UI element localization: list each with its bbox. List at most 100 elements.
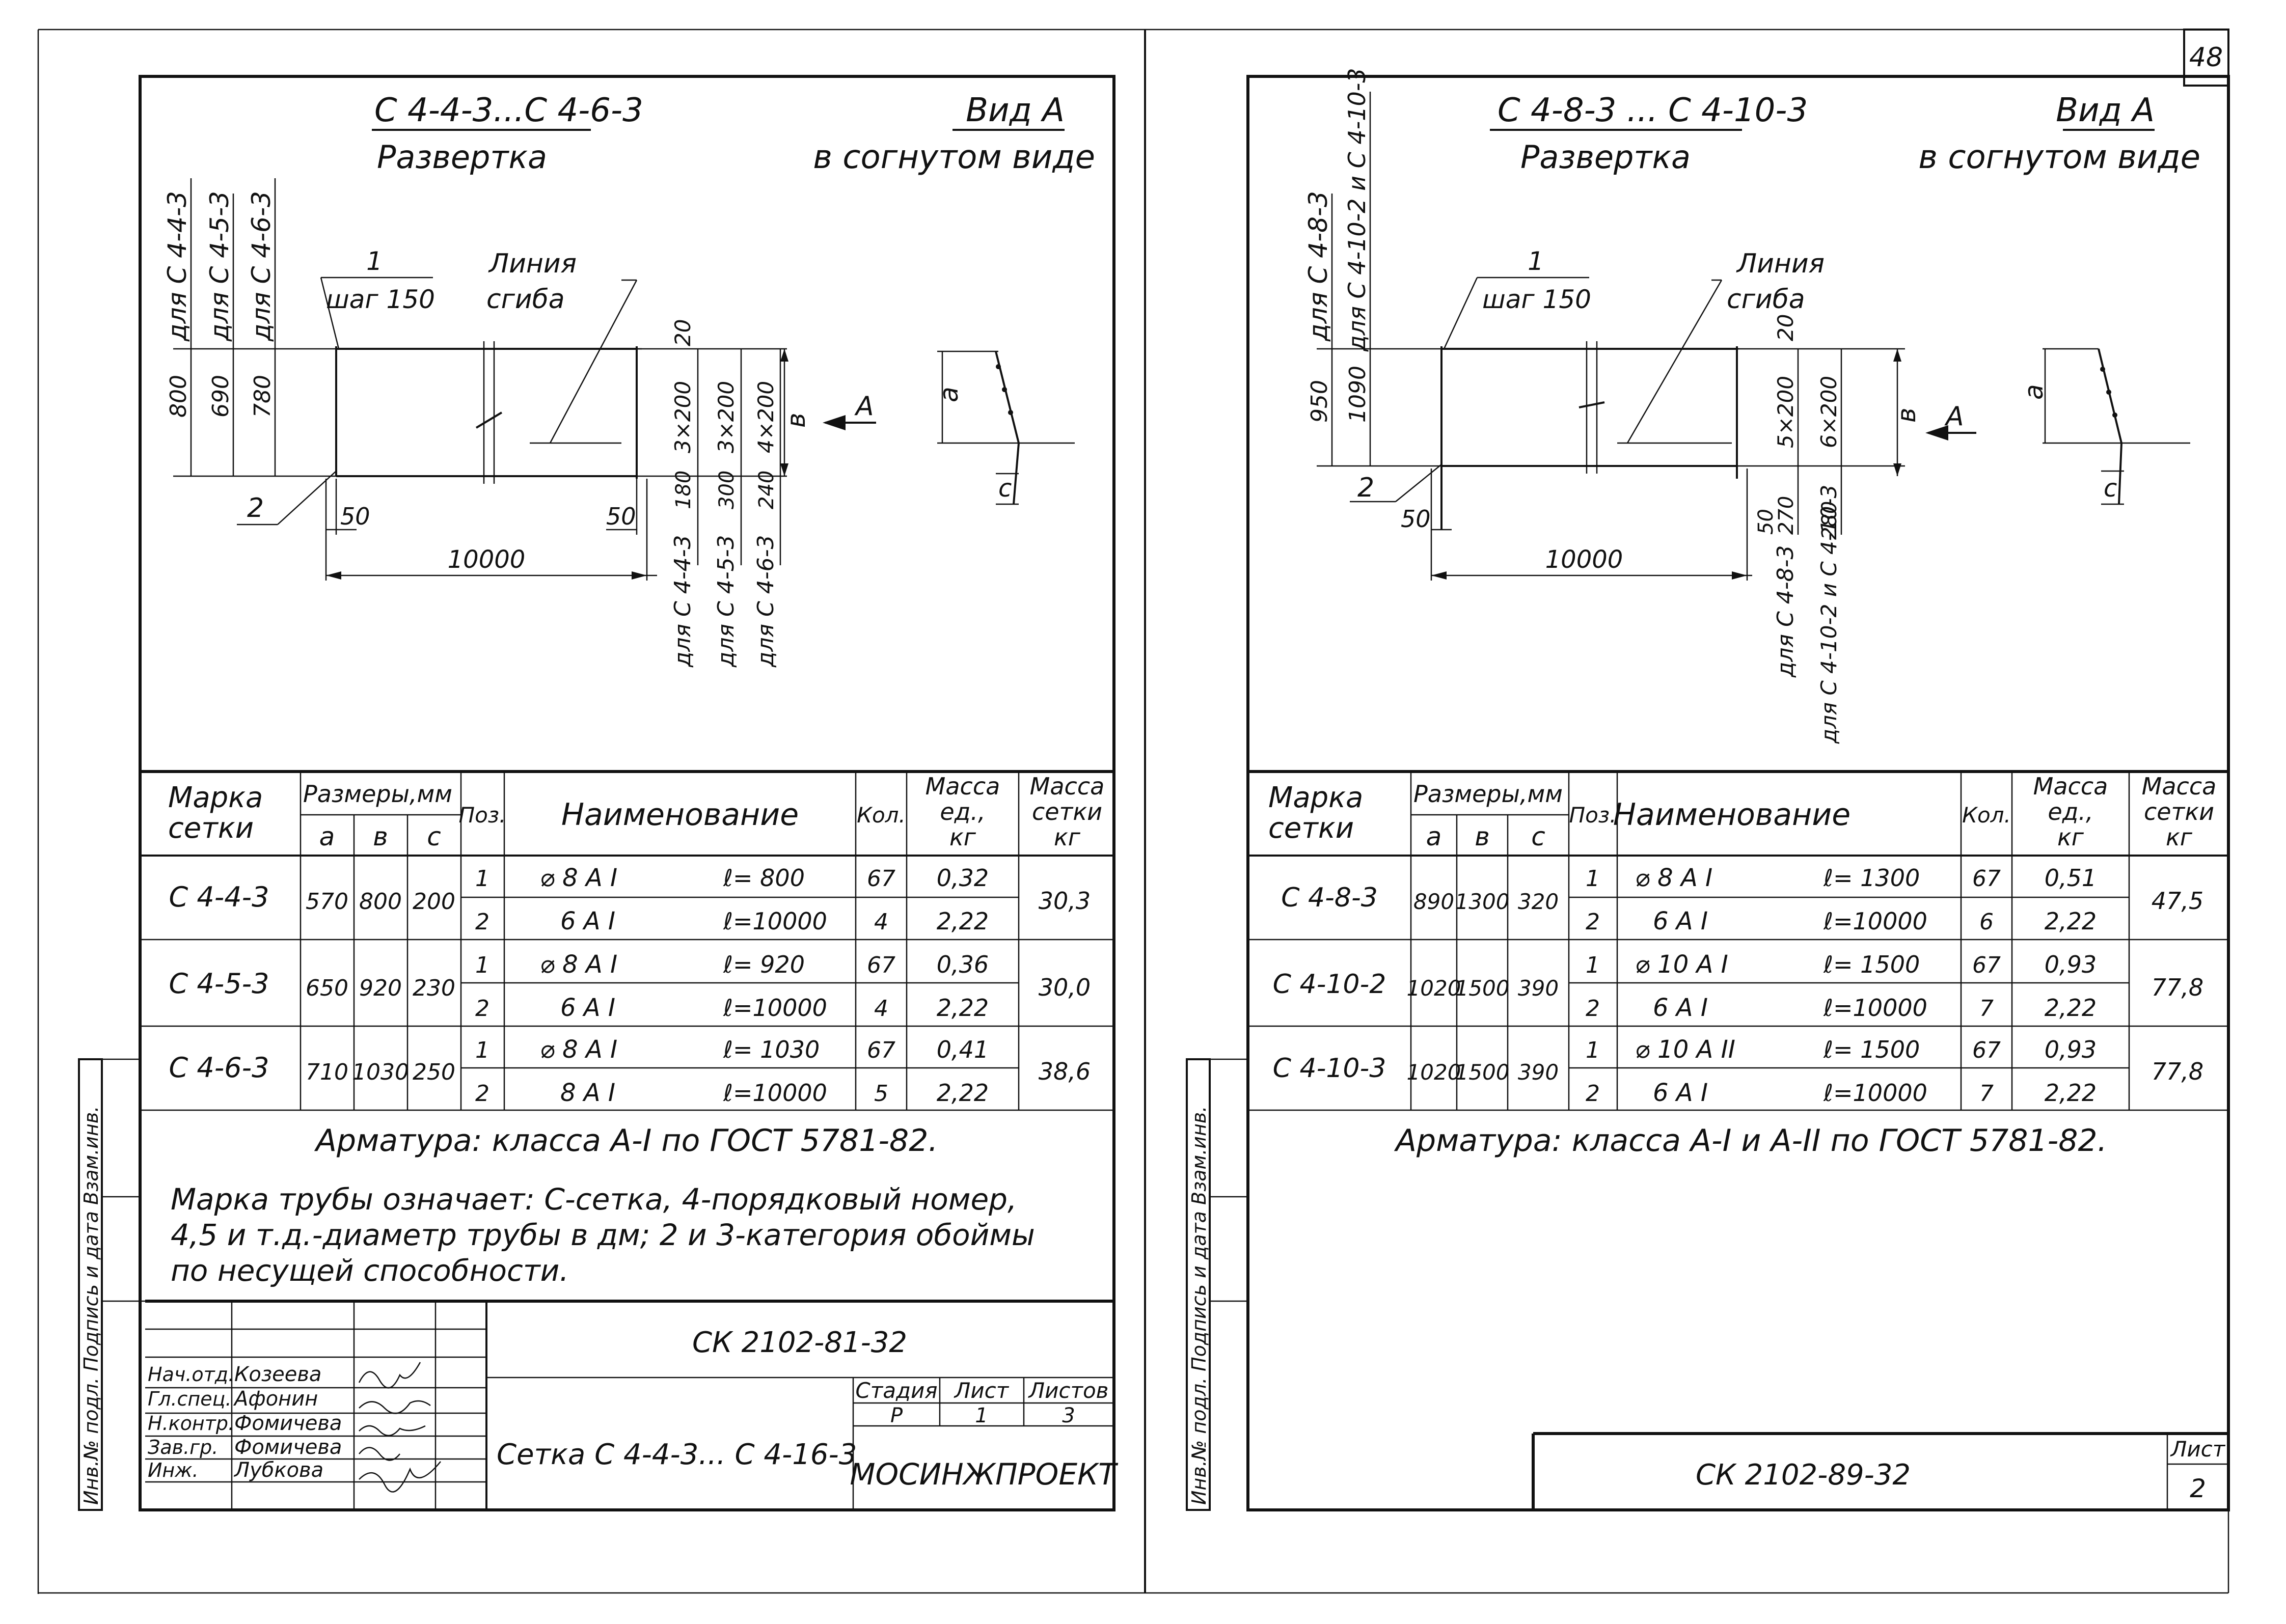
right-d280: 280	[1818, 501, 1841, 540]
right-stamp-sheet-h: Лист	[2170, 1437, 2226, 1462]
right-row-total: 77,8	[2152, 1058, 2203, 1085]
right-subtitle: Развертка	[1520, 139, 1691, 176]
left-row-c: 250	[413, 1059, 455, 1085]
left-row-a: 570	[306, 889, 348, 915]
left-dim-10000: 10000	[448, 545, 526, 574]
right-row-c: 320	[1518, 889, 1559, 914]
right-for-label-a: для С 4-8-3	[1303, 191, 1333, 342]
left-side-c: с	[998, 474, 1012, 503]
left-item-mass: 0,36	[937, 951, 989, 978]
left-dim-50a: 50	[340, 503, 370, 530]
right-row-a: 890	[1413, 889, 1454, 914]
right-item-qty: 7	[1979, 1081, 1994, 1107]
left-item-pos: 1	[475, 952, 489, 978]
right-item-pos: 1	[1586, 952, 1600, 978]
left-item-len: ℓ=10000	[723, 907, 827, 935]
right-step-label: шаг 150	[1482, 285, 1591, 314]
left-sheet: С 4-4-3...С 4-6-3 Развертка Вид А в согн…	[78, 75, 1119, 1511]
right-row-mark: С 4-8-3	[1281, 883, 1378, 913]
left-item-bar: 8 А I	[560, 1079, 615, 1107]
right-view-sub: в согнутом виде	[1918, 139, 2200, 176]
right-th-mass-total: Масса	[2142, 773, 2217, 800]
left-row-c: 230	[413, 975, 455, 1001]
left-dim-c: 780	[250, 375, 276, 418]
left-notes: Арматура: класса А-I по ГОСТ 5781-82. Ма…	[171, 1123, 1035, 1288]
right-row-total: 77,8	[2152, 974, 2203, 1001]
left-spec-table: Марка сетки Размеры,мм а в с Поз. Наимен…	[140, 770, 1114, 1111]
left-pos1-label: 1	[366, 246, 383, 276]
right-dim-b: 1090	[1345, 366, 1371, 423]
left-item-pos: 2	[475, 909, 489, 935]
signature-mark	[359, 1425, 426, 1436]
right-bend-line-label: Линия	[1736, 249, 1825, 279]
left-row-b: 800	[359, 889, 402, 915]
left-for-label-a: для С 4-4-3	[162, 191, 192, 342]
left-step-label: шаг 150	[326, 285, 435, 314]
right-item-pos: 1	[1586, 1037, 1600, 1063]
left-stamp-sheets: 3	[1062, 1404, 1075, 1427]
right-arrow-a: А	[1944, 401, 1964, 432]
left-d3x200b: 3×200	[714, 381, 739, 453]
left-item-bar: ⌀ 8 А I	[540, 1035, 617, 1064]
right-item-len: ℓ=10000	[1823, 1079, 1927, 1107]
left-d20: 20	[670, 319, 695, 346]
left-dim-a: 800	[166, 375, 192, 418]
left-item-pos: 2	[475, 996, 489, 1022]
right-item-len: ℓ= 1300	[1823, 864, 1920, 892]
left-row-mark: С 4-4-3	[169, 881, 269, 913]
right-th-b: в	[1475, 822, 1489, 851]
left-item-qty: 67	[867, 866, 895, 892]
right-stamp-sheet: 2	[2190, 1474, 2206, 1503]
left-stamp-sheet-h: Лист	[954, 1378, 1010, 1403]
right-side-strip-text: Инв.№ подл. Подпись и дата Взам.инв.	[1188, 1106, 1210, 1505]
right-f483: для С 4-8-3	[1773, 545, 1799, 678]
right-d6x200: 6×200	[1816, 376, 1841, 448]
right-for-labels: для С 4-8-3 для С 4-10-2 и С 4-10-3 950 …	[1303, 68, 1371, 466]
left-th-mark2: сетки	[168, 812, 254, 845]
right-th-name: Наименование	[1613, 797, 1850, 833]
left-item-mass: 0,41	[937, 1036, 989, 1063]
left-pos2-label: 2	[247, 493, 264, 524]
right-notes: Арматура: класса А-I и А-II по ГОСТ 5781…	[1394, 1123, 2107, 1159]
right-d50: 50	[1754, 509, 1778, 535]
right-side-c: с	[2104, 474, 2117, 503]
right-spec-table: Марка сетки Размеры,мм а в с Поз. Наимен…	[1248, 770, 2228, 1111]
right-th-mark: Марка	[1268, 781, 1363, 814]
right-item-pos: 2	[1586, 1081, 1600, 1107]
left-row-total: 38,6	[1039, 1058, 1091, 1085]
left-arrow-a: А	[854, 391, 874, 422]
left-d300: 300	[715, 471, 739, 509]
left-item-qty: 4	[874, 996, 888, 1022]
right-row-a: 1020	[1407, 976, 1461, 1001]
right-d-b: в	[1892, 408, 1921, 423]
left-d4x200: 4×200	[753, 381, 778, 453]
right-th-sizes: Размеры,мм	[1413, 780, 1563, 808]
page-number-box: 48	[2183, 29, 2229, 87]
left-stamp-stage-h: Стадия	[855, 1378, 937, 1403]
left-item-len: ℓ=10000	[723, 1079, 827, 1107]
right-item-pos: 2	[1586, 909, 1600, 935]
left-item-mass: 0,32	[937, 864, 989, 892]
right-th-mass: Масса	[2033, 773, 2108, 800]
right-item-bar: 6 А I	[1653, 1079, 1708, 1107]
right-d270: 270	[1775, 496, 1798, 535]
left-th-mark: Марка	[168, 781, 263, 814]
left-title: С 4-4-3...С 4-6-3	[374, 92, 643, 129]
right-f4103: для С 4-10-2 и С 4-10-3	[1816, 485, 1841, 744]
left-dim-50b: 50	[606, 503, 636, 530]
left-subtitle: Развертка	[377, 139, 547, 176]
left-item-pos: 2	[475, 1081, 489, 1107]
right-row-mark: С 4-10-2	[1273, 969, 1386, 1000]
signature-mark	[359, 1447, 400, 1461]
left-th-a: а	[319, 822, 335, 851]
right-item-bar: 6 А I	[1653, 907, 1708, 935]
left-item-qty: 67	[867, 1037, 895, 1063]
left-title-block: СК 2102-81-32 Нач.отд. Гл.спец. Н.контр.…	[145, 1300, 1119, 1510]
right-item-mass: 0,93	[2045, 1036, 2097, 1063]
left-item-qty: 67	[867, 952, 895, 978]
right-th-pos: Поз.	[1569, 803, 1617, 828]
right-item-pos: 2	[1586, 996, 1600, 1022]
left-view-label: Вид А	[966, 92, 1065, 129]
right-note-1: Арматура: класса А-I и А-II по ГОСТ 5781…	[1394, 1123, 2107, 1159]
